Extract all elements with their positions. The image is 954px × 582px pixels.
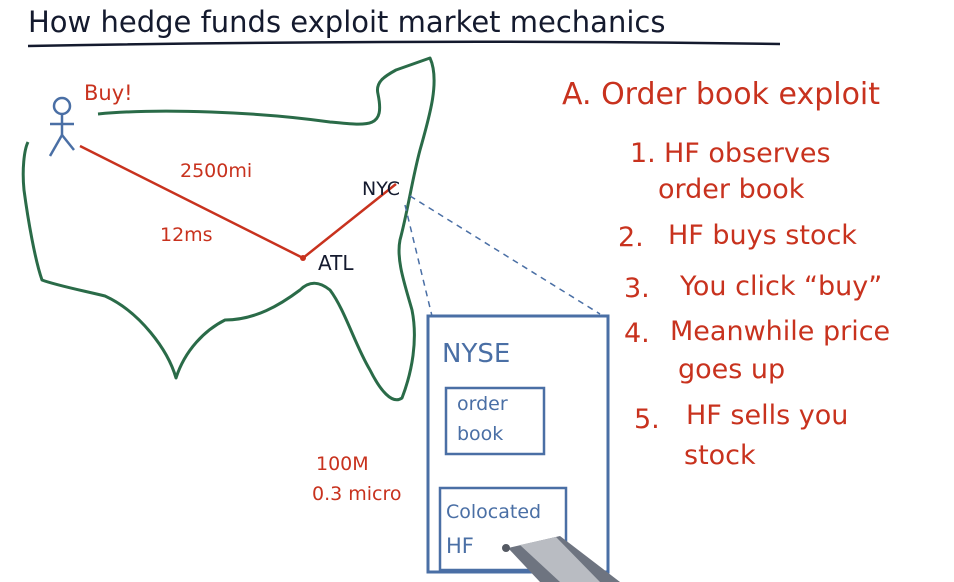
step-text-line: stock [684,440,756,471]
order-book-line2: book [457,423,503,445]
colocation-distance: 100M [316,453,369,475]
exploit-step-1: 1. HF observes order book [630,138,831,205]
order-book-box [444,386,546,456]
atl-point [300,255,306,261]
colocated-line1: Colocated [446,501,541,523]
distance-label: 2500mi [180,160,252,182]
step-number: 3. [624,273,650,304]
zoom-line-left [404,204,433,317]
atl-label: ATL [318,251,354,275]
step-text-line: order book [658,174,805,205]
buy-label: Buy! [84,81,133,105]
exploit-step-5: 5. HF sells you stock [634,400,848,471]
latency-label: 12ms [160,224,213,246]
step-number: 4. [624,318,650,349]
step-text-line: HF observes [664,138,831,169]
exploit-step-4: 4. Meanwhile price goes up [624,316,890,385]
page-title: How hedge funds exploit market mechanics [28,5,665,39]
step-text-line: You click “buy” [679,271,882,302]
order-book-line1: order [457,393,508,415]
step-text-line: goes up [678,354,785,385]
pen-icon [502,536,620,582]
step-text-line: HF buys stock [668,220,857,251]
nyse-label: NYSE [442,339,510,369]
trader-stick-figure-icon [48,96,75,157]
colocated-line2: HF [446,534,474,558]
zoom-line-right [409,195,601,315]
step-text-line: HF sells you [686,400,848,431]
exploit-heading: A. Order book exploit [562,77,880,112]
exploit-step-3: 3. You click “buy” [624,271,882,304]
colocation-latency: 0.3 micro [312,483,402,505]
nyse-box [426,314,610,574]
step-number: 1. [630,138,656,169]
us-map-outline [21,56,436,402]
step-text-line: Meanwhile price [670,316,890,347]
step-number: 2. [618,222,644,253]
nyc-label: NYC [362,178,400,200]
exploit-step-2: 2. HF buys stock [618,220,857,253]
title-underline [27,40,781,48]
step-number: 5. [634,404,660,435]
colocated-hf-box [438,486,568,572]
